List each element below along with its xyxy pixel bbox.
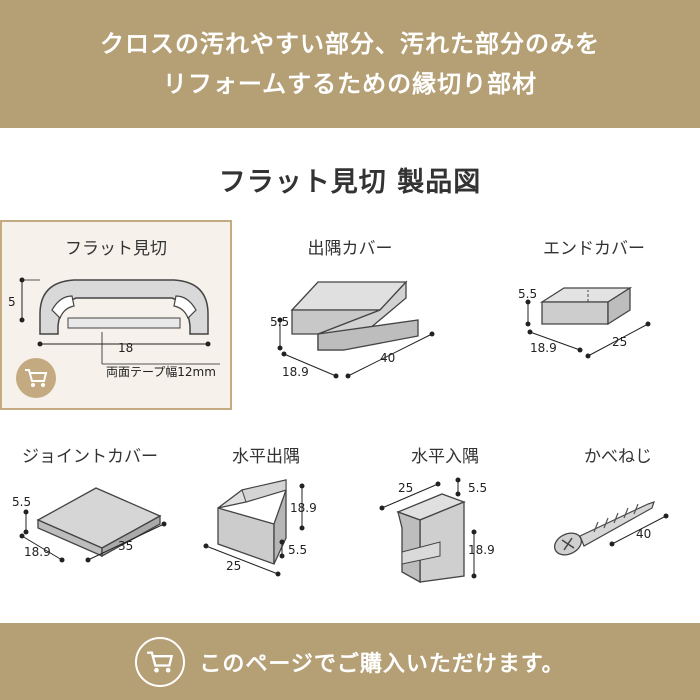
horizontal-inside-corner-diagram: 25 5.5 18.9 [379,477,495,584]
product-card-outside-corner-cover[interactable]: 出隅カバー 5.5 18.9 40 [240,220,460,410]
product-card-wall-screw[interactable]: かべねじ 40 [536,428,700,618]
footer-cta-banner[interactable]: このページでご購入いただけます。 [0,623,700,700]
product-card-flat-mikiri[interactable]: フラット見切 5 18 両面テープ幅12mm [0,220,232,410]
tape-note: 両面テープ幅12mm [106,364,216,379]
dim-length: 35 [118,539,133,553]
dim-depth: 18.9 [282,365,309,379]
wall-screw-diagram: 40 [553,501,669,556]
end-cover-diagram: 5.5 18.9 25 [518,286,651,359]
product-label: 水平入隅 [411,447,479,467]
header-line-2: リフォームするための縁切り部材 [162,70,538,98]
dim-depth: 5.5 [288,543,307,557]
dim-height: 18.9 [290,501,317,515]
cart-button[interactable] [135,636,186,687]
section-title: フラット見切 製品図 [218,167,482,198]
horizontal-outside-corner-diagram: 18.9 5.5 25 [203,479,317,577]
header-line-1: クロスの汚れやすい部分、汚れた部分のみを [100,30,600,58]
product-label: ジョイントカバー [22,447,158,467]
dim-length: 40 [636,527,651,541]
dim-height: 5.5 [270,315,289,329]
dim-height: 18.9 [468,543,495,557]
product-label: かべねじ [584,447,652,467]
cart-icon [25,369,48,387]
dim-height: 5.5 [12,495,31,509]
header-banner: クロスの汚れやすい部分、汚れた部分のみを リフォームするための縁切り部材 [0,0,700,128]
flat-mikiri-diagram: 5 18 両面テープ幅12mm [8,277,220,379]
dim-length: 25 [398,481,413,495]
product-label: 水平出隅 [232,447,300,467]
joint-cover-diagram: 5.5 18.9 35 [12,487,167,563]
cart-icon [147,651,174,672]
dim-height: 5.5 [518,287,537,301]
product-card-end-cover[interactable]: エンドカバー 5.5 18.9 25 [488,220,700,410]
dim-length: 25 [612,335,627,349]
dim-width: 18 [118,341,133,355]
product-label: フラット見切 [65,239,167,259]
product-label: 出隅カバー [307,239,393,259]
product-card-horizontal-outside-corner[interactable]: 水平出隅 18.9 5.5 25 [186,428,346,618]
dim-length: 25 [226,559,241,573]
product-card-joint-cover[interactable]: ジョイントカバー 5.5 18.9 35 [0,428,180,618]
outside-corner-diagram: 5.5 18.9 40 [270,280,435,379]
dim-height: 5 [8,295,16,309]
dim-depth: 5.5 [468,481,487,495]
product-label: エンドカバー [543,239,645,259]
dim-depth: 18.9 [24,545,51,559]
cta-text[interactable]: このページでご購入いただけます。 [199,651,565,677]
cart-badge[interactable] [16,358,56,398]
dim-depth: 18.9 [530,341,557,355]
dim-length: 40 [380,351,395,365]
product-card-horizontal-inside-corner[interactable]: 水平入隅 25 5.5 18.9 [360,428,530,618]
